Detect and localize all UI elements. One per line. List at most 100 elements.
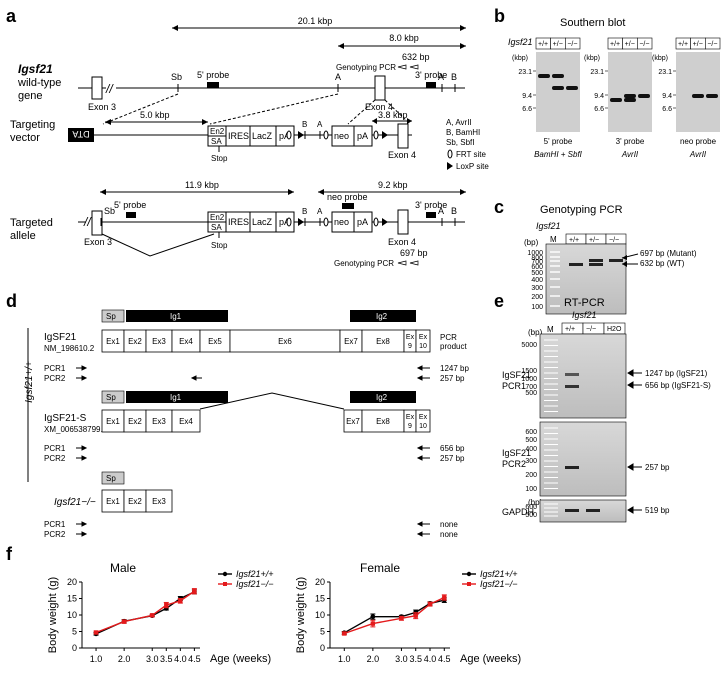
rt-band-2: 656 bp (IgSF21-S): [645, 381, 711, 390]
southern-lane-label: +/+: [538, 41, 548, 48]
southern-gene: Igsf21: [508, 37, 533, 47]
t1-ig1: Ig1: [170, 312, 182, 321]
x-tick-label: 2.0: [118, 654, 131, 664]
site-b2-ta: B: [451, 206, 457, 216]
exon-box: [415, 409, 431, 433]
southern-probe-caption: 3' probe: [616, 137, 645, 146]
geno-pcr-label-top: Genotyping PCR: [336, 63, 396, 72]
t2-ig1: Ig1: [170, 393, 182, 402]
southern-lane-header: [705, 37, 721, 50]
t2-pcr2: PCR2: [44, 454, 66, 463]
southern-lane-label: +/−: [693, 41, 703, 48]
geno-ladder-label: 500: [531, 270, 543, 277]
southern-kbp-unit: (kbp): [652, 55, 668, 62]
t2-prod-2: 257 bp: [440, 454, 465, 463]
data-point: [427, 601, 433, 607]
legend-marker: [466, 571, 472, 577]
exon-label: Ex3: [152, 497, 166, 506]
wt-gene-title-3: gene: [18, 90, 42, 102]
data-point: [93, 630, 99, 635]
rtpcr-lane-headers: +/+−/−H2O: [561, 322, 626, 335]
rtpcr-band: [586, 509, 600, 512]
southern-lane-label: +/+: [678, 41, 688, 48]
southern-band: [538, 74, 550, 78]
exon-label: Ex6: [278, 337, 292, 346]
y-tick-label: 10: [67, 610, 77, 620]
pcr-product-1: PCR: [440, 333, 457, 342]
southern-band: [638, 94, 650, 98]
site-sb-wt: Sb: [171, 72, 182, 82]
southern-lane-label: −/−: [639, 41, 649, 48]
legend-marker: [222, 571, 228, 577]
data-point: [413, 613, 418, 618]
geno-band: [589, 263, 603, 266]
panel-a: a 20.1 kbp 8.0 kbp 632 bp Genotyping PCR…: [6, 6, 489, 268]
southern-lane-label: −/−: [567, 41, 577, 48]
y-tick-label: 15: [315, 594, 325, 604]
geno-lane-label: −/−: [609, 237, 619, 244]
site-a2-wt: A: [438, 72, 444, 82]
neo-ta: neo: [334, 217, 349, 227]
southern-marker: 9.4: [522, 93, 532, 100]
probe5-ta: 5' probe: [114, 200, 146, 210]
site-b-ta: B: [302, 207, 307, 216]
t1-prod-1: 1247 bp: [440, 364, 469, 373]
data-point: [150, 613, 155, 618]
exon-label: Ex8: [376, 337, 390, 346]
panel-letter-e: e: [494, 291, 504, 311]
rtpcr-lane-label: −/−: [586, 326, 596, 333]
rtpcr-band: [565, 509, 579, 512]
rtpcr-gene: Igsf21: [572, 310, 597, 320]
southern-enzyme-caption: AvrII: [621, 150, 639, 159]
t2-ig2: Ig2: [376, 393, 388, 402]
t1-acc: NM_198610.2: [44, 344, 95, 353]
southern-lane-label: −/−: [707, 41, 717, 48]
geno-ladder-label: 1000: [527, 250, 543, 257]
lacz-tv: LacZ: [252, 131, 273, 141]
southern-marker: 23.1: [658, 69, 672, 76]
y-axis-label: Body weight (g): [295, 577, 307, 653]
geno-ladder-label: 800: [531, 255, 543, 262]
legend-label: Igsf21+/+: [480, 569, 518, 579]
exon-label: Ex1: [106, 417, 120, 426]
rtpcr-ladder-label: 600: [525, 429, 537, 436]
ta-title-2: allele: [10, 230, 36, 242]
rtpcr-bp-3: (bp): [528, 498, 543, 507]
legend-loxp: LoxP site: [456, 162, 489, 171]
southern-band: [692, 94, 704, 98]
t1-name: IgSF21: [44, 332, 77, 343]
southern-membrane: [676, 52, 720, 132]
exon-label: Ex8: [376, 417, 390, 426]
data-point: [370, 621, 376, 626]
series-line: [95, 590, 195, 634]
site-sb-ta: Sb: [104, 206, 115, 216]
panel-b: b Southern blot Igsf21 +/++/−−/−23.19.46…: [494, 6, 721, 159]
rtpcr-band: [565, 466, 579, 469]
panel-letter-c: c: [494, 197, 504, 217]
geno-m-lane: M: [550, 235, 557, 244]
rtpcr-lane-label: H2O: [607, 326, 622, 333]
t3-pcr1: PCR1: [44, 520, 66, 529]
geno-band-mutant: 697 bp (Mutant): [640, 249, 697, 258]
data-point: [164, 602, 169, 608]
legend-bamhi: B, BamHI: [446, 128, 480, 137]
legend-marker: [223, 582, 227, 586]
exon-label: Ex: [419, 414, 428, 421]
southern-membrane: [536, 52, 580, 132]
exon4-label-wt: Exon 4: [365, 102, 393, 112]
exon-box: [145, 489, 173, 513]
rtpcr-ladder-label: 500: [525, 437, 537, 444]
exon-label: Ex4: [179, 417, 193, 426]
geno-lane-label: +/−: [589, 237, 599, 244]
neo-probe-label: neo probe: [327, 192, 368, 202]
geno-band: [569, 263, 583, 266]
southern-marker: 6.6: [662, 106, 672, 113]
y-tick-label: 10: [315, 610, 325, 620]
t2-prod-1: 656 bp: [440, 444, 465, 453]
t2-sp: Sp: [106, 393, 116, 402]
southern-probe-caption: neo probe: [680, 137, 717, 146]
southern-membrane: [608, 52, 652, 132]
